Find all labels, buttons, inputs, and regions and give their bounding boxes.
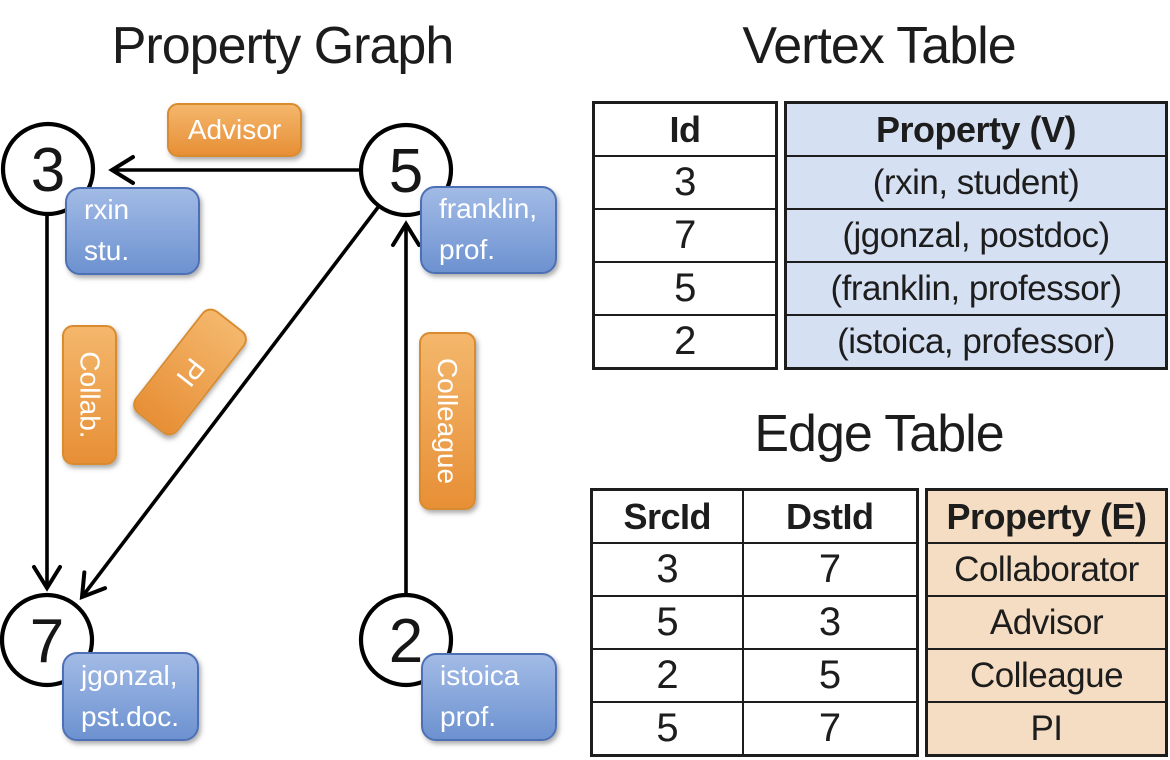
vertex-property-box-7: jgonzal, pst.doc. [62,652,199,741]
edge-label-collab: Collab. [62,325,117,465]
edge-table-title: Edge Table [754,405,1004,463]
edge-label-advisor: Advisor [167,103,302,157]
vertex-table-id-header: Id [592,101,778,157]
edge-src-cell: 5 [590,595,744,650]
vertex-id-cell: 5 [592,261,778,316]
edge-label-text: PI [170,352,211,393]
vertex-property-line: stu. [84,235,130,266]
vertex-id-cell: 3 [592,155,778,210]
edge-label-text: Advisor [187,114,282,145]
edge-dst-cell: 7 [741,542,919,597]
vertex-property-cell: (jgonzal, postdoc) [784,208,1168,263]
vertex-property-box-5: franklin, prof. [420,186,557,274]
vertex-property-line: pst.doc. [81,700,180,732]
vertex-property-line: franklin, [439,193,538,225]
edge-dst-cell: 7 [741,701,919,757]
node-id-2: 2 [388,606,424,676]
vertex-property-line: prof. [439,234,496,265]
edge-property-cell: Collaborator [925,542,1168,597]
vertex-id-cell: 2 [592,314,778,370]
vertex-table-property-header: Property (V) [784,101,1168,157]
vertex-property-cell: (istoica, professor) [784,314,1168,370]
edge-table-property-column: Property (E) Collaborator Advisor Collea… [925,488,1168,757]
node-id-5: 5 [388,136,424,206]
vertex-property-line: prof. [440,701,497,732]
edge-src-cell: 5 [590,701,744,757]
vertex-property-box-3: rxin stu. [65,187,200,275]
property-graph-title: Property Graph [111,17,455,75]
edge-table-property-header: Property (E) [925,488,1168,544]
vertex-table-id-column: Id 3 7 5 2 [592,101,778,370]
vertex-property-line: istoica [440,660,520,692]
edge-pi-5-to-7 [79,204,381,601]
edge-label-text: Colleague [432,357,464,485]
vertex-property-line: jgonzal, [81,659,178,691]
vertex-property-cell: (rxin, student) [784,155,1168,210]
vertex-property-cell: (franklin, professor) [784,261,1168,316]
edge-src-cell: 3 [590,542,744,597]
node-id-3: 3 [30,135,66,205]
edge-dst-cell: 3 [741,595,919,650]
edge-table-src-header: SrcId [590,488,744,544]
edge-label-text: Collab. [74,351,106,439]
edge-property-cell: PI [925,701,1168,757]
node-id-7: 7 [29,606,65,676]
edge-dst-cell: 5 [741,648,919,703]
vertex-id-cell: 7 [592,208,778,263]
edge-label-colleague: Colleague [419,332,476,510]
vertex-table-title: Vertex Table [742,17,1016,75]
edge-src-cell: 2 [590,648,744,703]
vertex-property-box-2: istoica prof. [421,653,557,741]
edge-table-dst-header: DstId [741,488,919,544]
vertex-table-property-column: Property (V) (rxin, student) (jgonzal, p… [784,101,1168,370]
edge-table-id-columns: SrcId DstId 3 7 5 3 2 5 5 7 [590,488,919,757]
vertex-property-line: rxin [84,194,130,226]
edge-property-cell: Colleague [925,648,1168,703]
edge-property-cell: Advisor [925,595,1168,650]
